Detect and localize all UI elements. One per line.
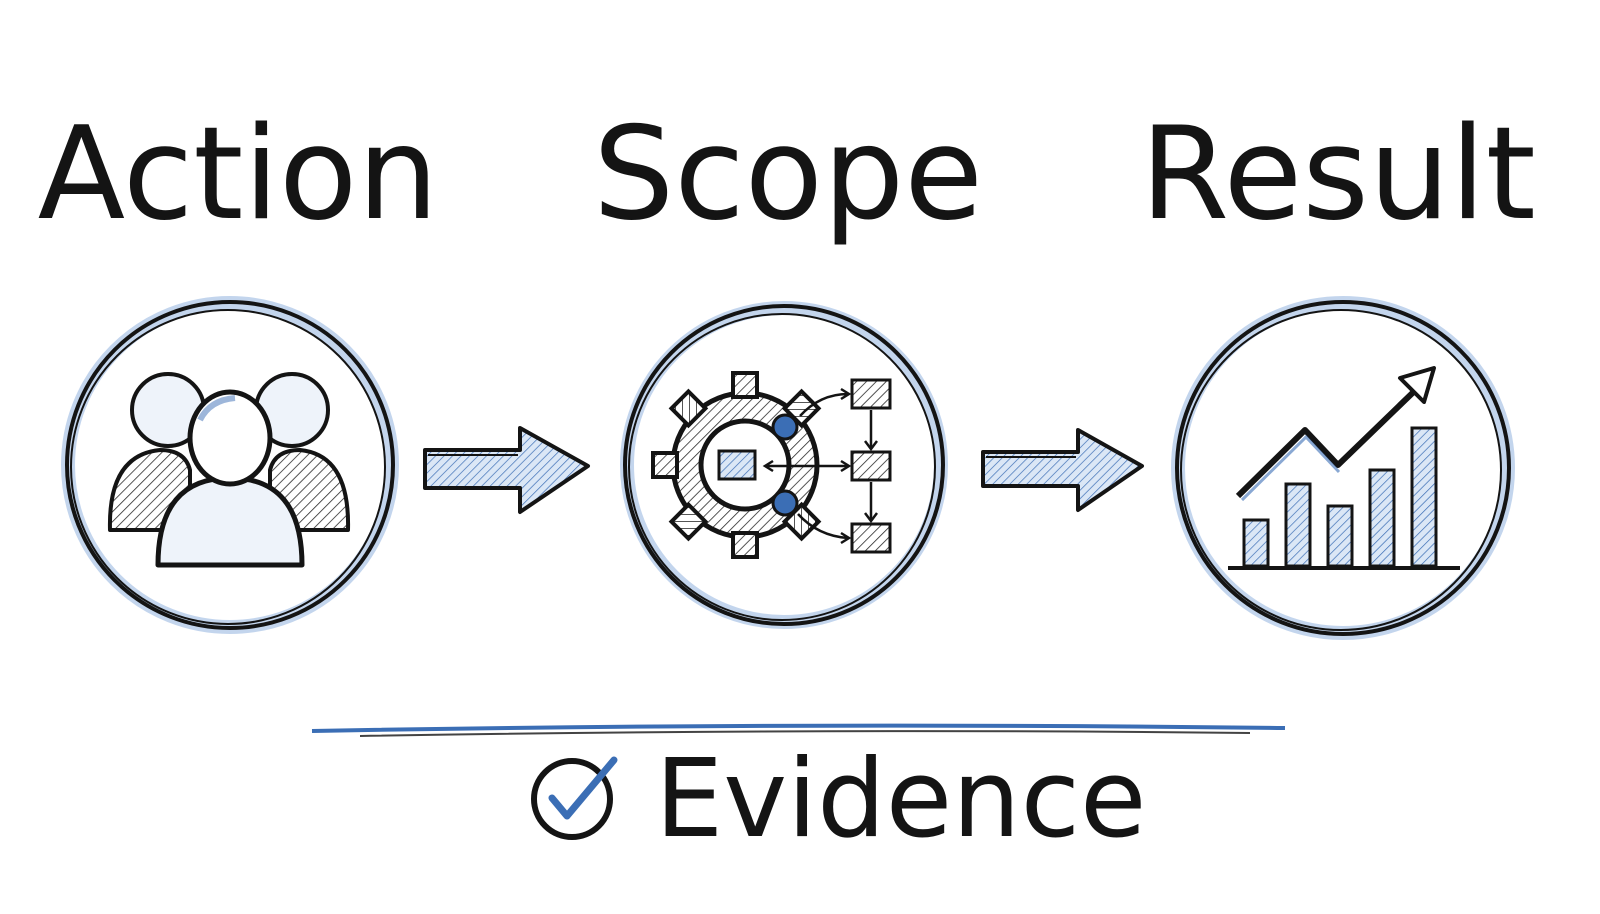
step-circle-action (61, 296, 399, 634)
people-group-icon (107, 372, 351, 568)
step-title-result: Result (1140, 100, 1536, 249)
growth-chart-icon (1228, 366, 1460, 570)
check-circle-icon (531, 756, 618, 840)
gear-process-icon (651, 371, 892, 559)
evidence-label: Evidence (655, 737, 1146, 862)
flow-arrow-1 (423, 426, 590, 514)
flow-arrow-2 (981, 428, 1144, 512)
step-title-scope: Scope (593, 100, 983, 249)
divider-line (311, 723, 1286, 737)
evidence-footer: Evidence (531, 737, 1146, 862)
step-circle-result (1171, 296, 1515, 640)
step-title-action: Action (38, 100, 439, 249)
step-circle-scope (620, 301, 948, 629)
